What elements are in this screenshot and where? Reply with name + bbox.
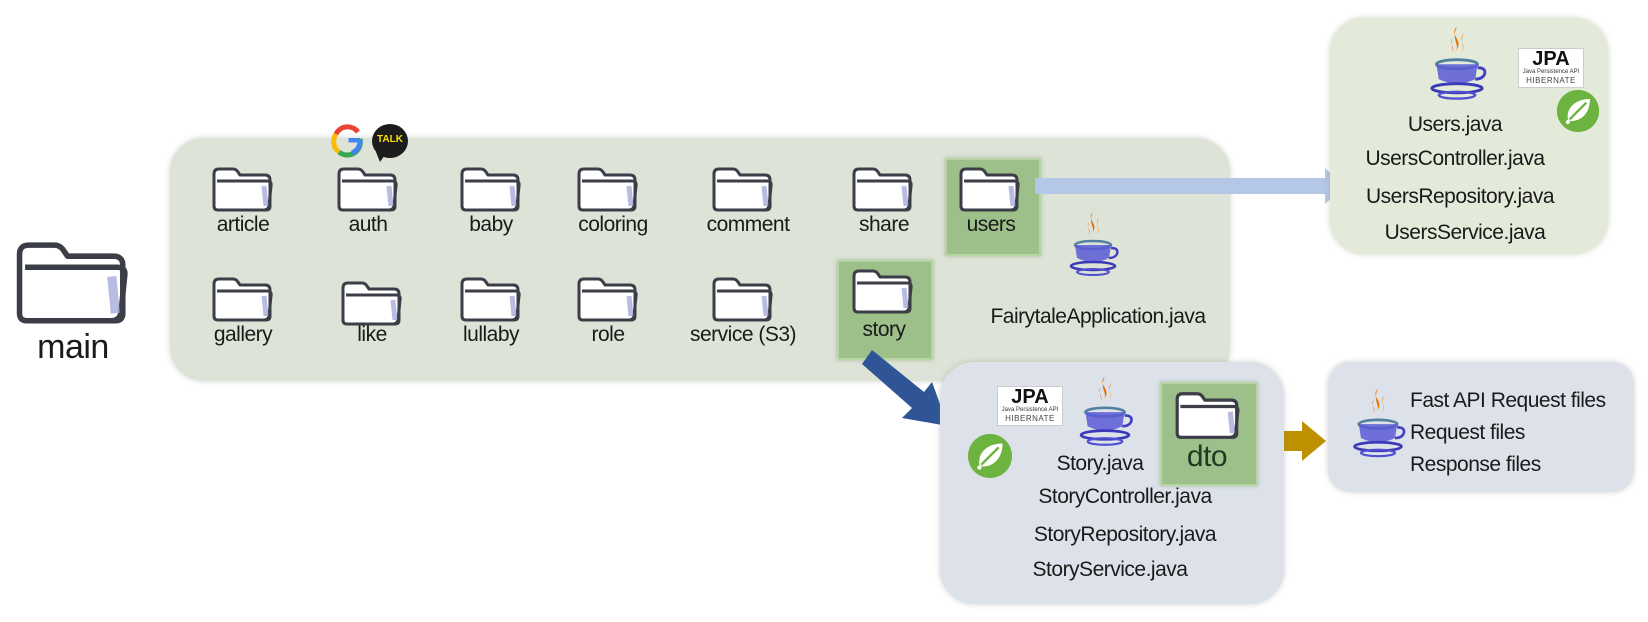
- main-folder-icon[interactable]: [14, 236, 132, 328]
- folder-comment-icon[interactable]: [711, 166, 775, 212]
- dto-folder-label: dto: [1186, 440, 1228, 473]
- users-jpa-hibernate-logo: JPA Java Persistence API HIBERNATE: [1518, 48, 1584, 88]
- users-spring-icon: [1555, 88, 1601, 134]
- users-file-controller: UsersController.java: [1365, 147, 1545, 170]
- kakaotalk-label: TALK: [377, 134, 403, 145]
- java-icon: [1063, 204, 1123, 282]
- story-file-service: StoryService.java: [1032, 558, 1188, 581]
- folder-role-label: role: [591, 323, 625, 346]
- folder-service-icon[interactable]: [711, 276, 775, 322]
- folder-coloring-icon[interactable]: [576, 166, 640, 212]
- folder-story-label: story: [862, 318, 906, 341]
- folder-like-label: like: [357, 323, 387, 346]
- folder-comment-label: comment: [706, 213, 790, 236]
- story-java-icon: [1072, 372, 1138, 448]
- folder-users-icon[interactable]: [958, 166, 1022, 212]
- story-spring-icon: [966, 432, 1014, 480]
- dto-file-request: Request files: [1410, 421, 1525, 444]
- folder-service-label: service (S3): [689, 323, 797, 346]
- folder-share-icon[interactable]: [851, 166, 915, 212]
- folder-baby-label: baby: [469, 213, 513, 236]
- dto-file-fastapi-request: Fast API Request files: [1410, 389, 1606, 412]
- folder-article-label: article: [216, 213, 270, 236]
- folder-share-label: share: [858, 213, 910, 236]
- users-file-entity: Users.java: [1407, 113, 1503, 136]
- users-arrow: [1035, 168, 1345, 204]
- users-file-service: UsersService.java: [1384, 221, 1546, 244]
- dto-java-icon: [1346, 384, 1410, 460]
- dto-file-response: Response files: [1410, 453, 1541, 476]
- story-file-controller: StoryController.java: [1038, 485, 1212, 508]
- folder-auth-icon[interactable]: [336, 166, 400, 212]
- users-java-icon: [1422, 22, 1492, 102]
- folder-article-icon[interactable]: [211, 166, 275, 212]
- folder-baby-icon[interactable]: [459, 166, 523, 212]
- folder-role-icon[interactable]: [576, 276, 640, 322]
- folder-lullaby-icon[interactable]: [459, 276, 523, 322]
- users-file-repository: UsersRepository.java: [1365, 185, 1555, 208]
- google-icon: [331, 124, 363, 158]
- folder-auth-label: auth: [348, 213, 388, 236]
- folder-users-label: users: [966, 213, 1016, 236]
- folder-gallery-icon[interactable]: [211, 276, 275, 322]
- story-jpa-hibernate-logo: JPA Java Persistence API HIBERNATE: [997, 386, 1063, 426]
- kakaotalk-tail: [376, 152, 387, 162]
- folder-lullaby-label: lullaby: [462, 323, 520, 346]
- folder-gallery-label: gallery: [213, 323, 273, 346]
- main-application-file: FairytaleApplication.java: [990, 305, 1206, 328]
- story-file-entity: Story.java: [1056, 452, 1144, 475]
- folder-like-icon[interactable]: [340, 280, 404, 326]
- story-arrow: [862, 350, 948, 426]
- folder-story-icon[interactable]: [851, 268, 915, 314]
- folder-coloring-label: coloring: [578, 213, 648, 236]
- dto-folder-icon[interactable]: [1174, 390, 1242, 440]
- story-file-repository: StoryRepository.java: [1033, 523, 1217, 546]
- main-folder-label: main: [37, 328, 109, 366]
